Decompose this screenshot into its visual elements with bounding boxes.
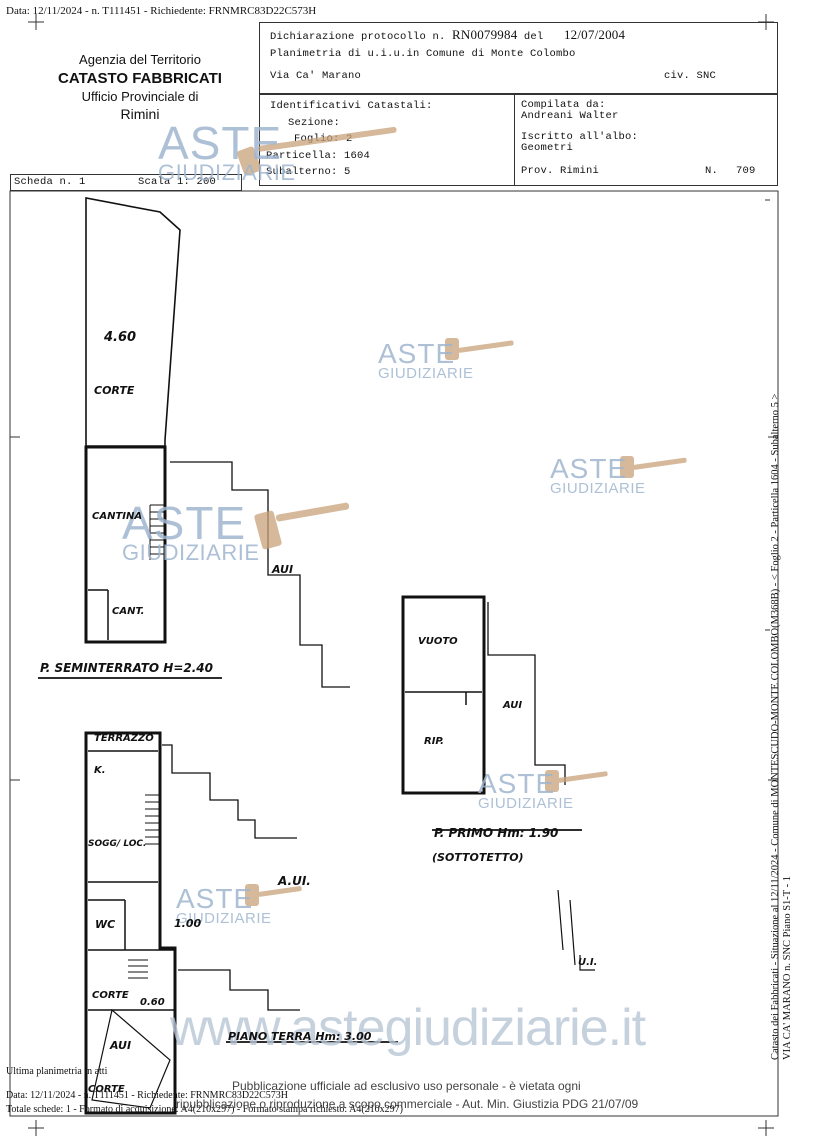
drawing-frame (9, 190, 779, 1117)
cant-label: CANT. (112, 606, 145, 617)
scheda-number: Scheda n. 1 (14, 176, 86, 188)
corte-top-outline (85, 197, 181, 447)
watermark-giudiziarie: GIUDIZIARIE (550, 480, 646, 497)
n-value: 709 (736, 165, 756, 177)
watermark-giudiziarie: GIUDIZIARIE (158, 160, 296, 185)
ultima-planimetria: Ultima planimetria in atti (6, 1066, 108, 1077)
cantina-outline (84, 445, 167, 644)
dimension-100: 1.00 (174, 917, 202, 930)
particella: Particella: 1604 (266, 150, 371, 162)
watermark-mid-2: ASTE GIUDIZIARIE (550, 453, 646, 497)
header-stamp: Data: 12/11/2024 - n. T111451 - Richiede… (6, 5, 317, 17)
protocol-date: 12/07/2004 (563, 27, 626, 42)
agency-block: Agenzia del Territorio CATASTO FABBRICAT… (40, 52, 240, 122)
totale-schede: Totale schede: 1 - Formato di acquisizio… (6, 1104, 403, 1115)
watermark-top: ASTE GIUDIZIARIE (158, 120, 296, 184)
piano-terra-outline (84, 731, 177, 1115)
identifiers-divider (514, 94, 515, 186)
adjacent-outline-3 (162, 744, 297, 839)
kitchen-label: K. (94, 765, 106, 776)
side-line-1: Catasto dei Fabbricati - Situazione al 1… (770, 393, 781, 1060)
n-label: N. (705, 165, 719, 177)
corte-bottom-label-2: CORTE (88, 1084, 125, 1095)
registration-marks (10, 14, 778, 1136)
terrazzo-label: TERRAZZO (94, 733, 154, 744)
catasto-title: CATASTO FABBRICATI (58, 70, 222, 87)
aui-label-1: AUI (272, 563, 294, 576)
address: Via Ca' Marano (270, 70, 362, 82)
watermark-aste: ASTE (478, 768, 556, 799)
identifiers-box (259, 94, 778, 186)
piano-primo-outline (401, 595, 486, 795)
aui-label-3: A.UI. (278, 874, 311, 888)
corte-dimension: 4.60 (104, 330, 137, 345)
site-watermark: www.astegiudiziarie.it (170, 999, 646, 1057)
watermark-giudiziarie: GIUDIZIARIE (122, 540, 260, 565)
watermark-giudiziarie: GIUDIZIARIE (176, 910, 272, 927)
prov-label: Prov. Rimini (521, 165, 600, 177)
compiler-name: Andreani Walter (521, 110, 619, 122)
adjacent-outline-1 (170, 461, 350, 688)
side-line-2: VIA CA' MARANO n. SNC Piano S1-T - 1 (782, 875, 793, 1060)
albo-label: Iscritto all'albo: (521, 131, 639, 143)
ufficio-label: Ufficio Provinciale di (81, 89, 199, 104)
watermark-mid-1: ASTE GIUDIZIARIE (378, 338, 474, 382)
aui-label-4: AUI (110, 1039, 132, 1052)
watermark-aste: ASTE (176, 883, 254, 914)
province-name: Rimini (120, 106, 160, 122)
protocol-del: del (523, 31, 544, 43)
rip-label: RIP. (424, 736, 444, 747)
watermark-aste: ASTE (122, 497, 247, 549)
aui-label-2: AUI (503, 700, 523, 711)
piano-terra-title: PIANO TERRA Hm: 3.00 (228, 1030, 372, 1043)
side-cadastral-reference: Catasto dei Fabbricati - Situazione al 1… (770, 340, 794, 1060)
watermark-aste: ASTE (550, 453, 628, 484)
watermark-giudiziarie: GIUDIZIARIE (478, 795, 574, 812)
footer-stamp: Data: 12/11/2024 - n. T111451 - Richiede… (6, 1090, 289, 1101)
adjacent-outline-4 (178, 969, 300, 1011)
watermark-aste: ASTE (158, 117, 283, 169)
dimension-060: 0.60 (140, 997, 165, 1008)
watermark-center: ASTE GIUDIZIARIE (122, 500, 260, 564)
scala: Scala 1: 200 (138, 176, 217, 188)
piano-primo-title: P. PRIMO Hm: 1.90 (434, 826, 559, 840)
albo-value: Geometri (521, 142, 574, 154)
ui-label: U.I. (578, 957, 598, 968)
seminterrato-title: P. SEMINTERRATO H=2.40 (40, 661, 213, 675)
vuoto-label: VUOTO (418, 636, 458, 647)
watermark-mid-3: ASTE GIUDIZIARIE (478, 768, 574, 812)
identifiers-title: Identificativi Catastali: (270, 100, 433, 112)
protocol-label: Dichiarazione protocollo n. (270, 31, 446, 43)
corte-label: CORTE (94, 384, 135, 397)
plan-line: Planimetria di u.i.u.in Comune di Monte … (270, 48, 576, 60)
civic-number: civ. SNC (664, 70, 717, 82)
cantina-label: CANTINA (92, 511, 143, 522)
protocol-box (259, 22, 778, 94)
agency-name: Agenzia del Territorio (79, 52, 201, 67)
sezione: Sezione: (288, 117, 341, 129)
subalterno: Subalterno: 5 (266, 166, 351, 178)
watermark-giudiziarie: GIUDIZIARIE (378, 365, 474, 382)
publication-notice-2: ripubblicazione o riproduzione a scopo c… (176, 1097, 639, 1111)
publication-notice-1: Pubblicazione ufficiale ad esclusivo uso… (232, 1079, 581, 1093)
watermark-aste: ASTE (378, 338, 456, 369)
adjacent-outline-2 (487, 602, 566, 785)
compilata-label: Compilata da: (521, 99, 606, 111)
sottotetto-label: (SOTTOTETTO) (432, 851, 524, 864)
gavel-watermarks (236, 126, 687, 906)
wc-label: WC (95, 918, 116, 931)
protocol-number: RN0079984 (452, 27, 518, 42)
watermark-bottom: ASTE GIUDIZIARIE (176, 883, 272, 927)
protocol-line: Dichiarazione protocollo n. RN0079984 de… (270, 27, 625, 43)
soggiorno-label: SOGG/ LOC. (88, 839, 147, 849)
corte-bottom-label: CORTE (92, 990, 129, 1001)
